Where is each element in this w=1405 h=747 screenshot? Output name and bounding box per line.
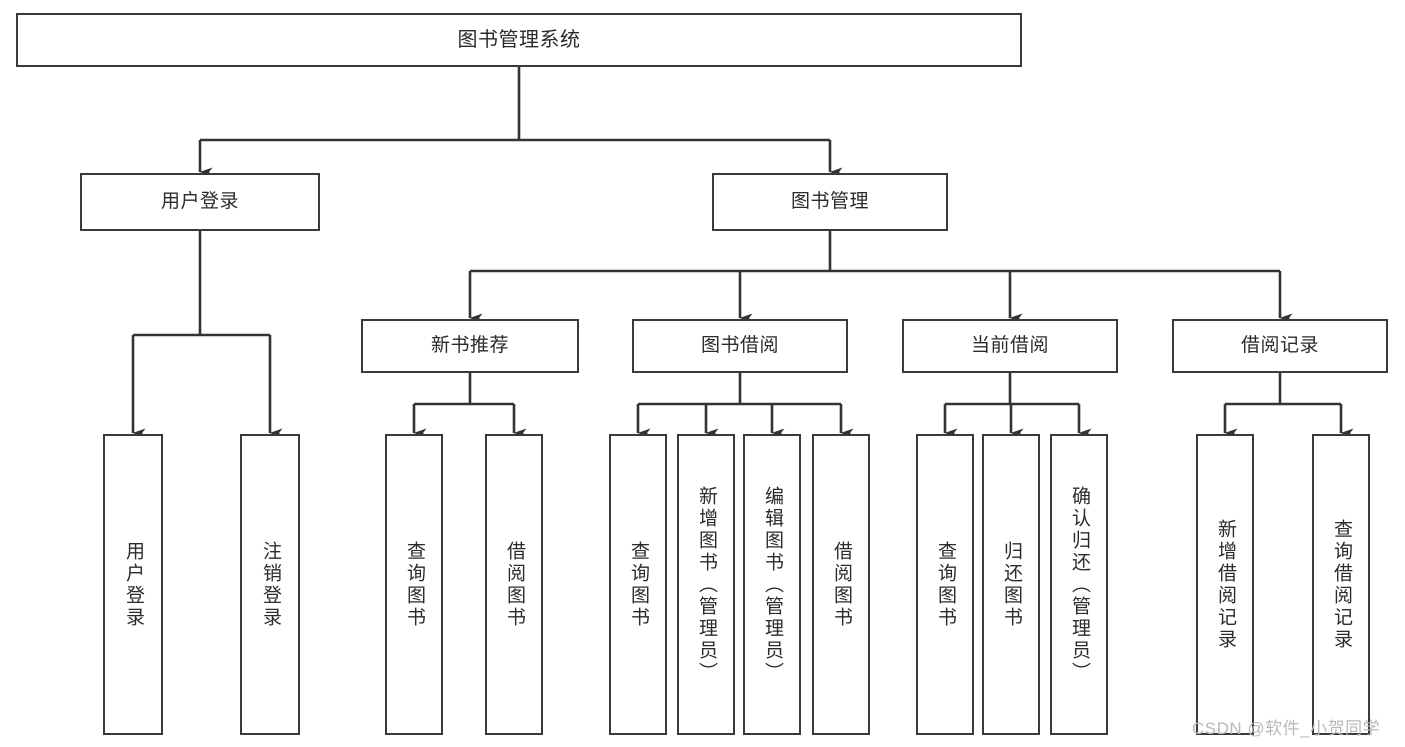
node-label: 归还图书 <box>1000 540 1022 629</box>
node-label: 编辑图书（管理员） <box>761 485 783 684</box>
node-label: 确认归还（管理员） <box>1068 485 1090 684</box>
node-label: 图书管理 <box>790 191 869 213</box>
node-label: 用户登录 <box>122 540 144 629</box>
node-label: 查询图书 <box>403 540 425 629</box>
node-l-login[interactable]: 用户登录 <box>103 434 163 735</box>
node-root[interactable]: 图书管理系统 <box>16 13 1022 67</box>
watermark-text: CSDN @软件_小贺同学 <box>1192 719 1381 738</box>
node-label: 注销登录 <box>259 540 281 629</box>
node-l-queryrec[interactable]: 查询借阅记录 <box>1312 434 1370 735</box>
node-label: 借阅记录 <box>1240 335 1319 357</box>
node-label: 图书管理系统 <box>457 28 581 51</box>
node-l-borrow1[interactable]: 借阅图书 <box>485 434 543 735</box>
node-records[interactable]: 借阅记录 <box>1172 319 1388 373</box>
node-l-logout[interactable]: 注销登录 <box>240 434 300 735</box>
node-label: 当前借阅 <box>970 335 1049 357</box>
node-label: 查询图书 <box>934 540 956 629</box>
node-bookmgmt[interactable]: 图书管理 <box>712 173 948 231</box>
node-login[interactable]: 用户登录 <box>80 173 320 231</box>
node-label: 新书推荐 <box>430 335 509 357</box>
node-label: 新增借阅记录 <box>1214 518 1236 651</box>
node-l-edit[interactable]: 编辑图书（管理员） <box>743 434 801 735</box>
node-l-query1[interactable]: 查询图书 <box>385 434 443 735</box>
node-l-return[interactable]: 归还图书 <box>982 434 1040 735</box>
node-l-borrow2[interactable]: 借阅图书 <box>812 434 870 735</box>
node-current[interactable]: 当前借阅 <box>902 319 1118 373</box>
node-l-confirm[interactable]: 确认归还（管理员） <box>1050 434 1108 735</box>
node-l-add[interactable]: 新增图书（管理员） <box>677 434 735 735</box>
node-label: 查询图书 <box>627 540 649 629</box>
node-label: 用户登录 <box>160 191 239 213</box>
node-l-query2[interactable]: 查询图书 <box>609 434 667 735</box>
node-label: 借阅图书 <box>503 540 525 629</box>
node-label: 借阅图书 <box>830 540 852 629</box>
node-l-query3[interactable]: 查询图书 <box>916 434 974 735</box>
node-label: 新增图书（管理员） <box>695 485 717 684</box>
node-newbook[interactable]: 新书推荐 <box>361 319 579 373</box>
node-label: 图书借阅 <box>700 335 779 357</box>
node-borrow[interactable]: 图书借阅 <box>632 319 848 373</box>
node-label: 查询借阅记录 <box>1330 518 1352 651</box>
node-l-addrec[interactable]: 新增借阅记录 <box>1196 434 1254 735</box>
